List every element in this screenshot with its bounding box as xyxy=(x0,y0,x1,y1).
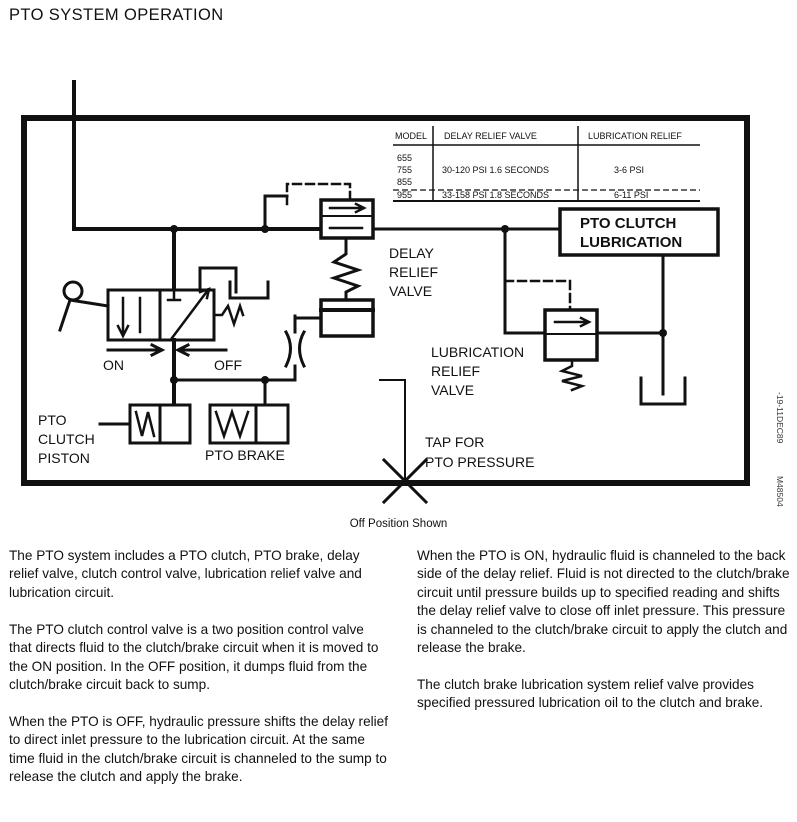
table-header-lube: LUBRICATION RELIEF xyxy=(588,131,682,141)
delay-label: VALVE xyxy=(389,283,432,299)
delay-piston xyxy=(319,298,375,338)
paragraph: The PTO clutch control valve is a two po… xyxy=(9,621,379,692)
spec-table: MODEL DELAY RELIEF VALVE LUBRICATION REL… xyxy=(393,126,700,202)
lube-relief-label: RELIEF xyxy=(431,363,480,379)
lever-knob xyxy=(62,280,84,302)
table-model: 955 xyxy=(397,190,412,200)
pto-clutch-label: PTO xyxy=(38,412,67,428)
sump-right xyxy=(639,376,687,406)
orifice xyxy=(283,314,323,369)
brake-line xyxy=(172,364,297,382)
sump-left xyxy=(228,280,270,300)
delay-label: DELAY xyxy=(389,245,435,261)
table-model: 655 xyxy=(397,153,412,163)
pto-clutch-label: PISTON xyxy=(38,450,90,466)
lube-spring xyxy=(558,358,587,392)
delay-label: RELIEF xyxy=(389,264,438,280)
right-column: When the PTO is ON, hydraulic fluid is c… xyxy=(417,547,797,731)
junction-dot xyxy=(170,225,178,233)
off-arrow xyxy=(174,342,228,358)
figure-caption: Off Position Shown xyxy=(0,518,797,530)
lube-relief-label: LUBRICATION xyxy=(431,344,524,360)
caption-text: Off Position Shown xyxy=(349,518,448,530)
table-delay-value: 30-120 PSI 1.6 SECONDS xyxy=(442,165,549,175)
tap-line xyxy=(379,379,406,479)
lube-relief-label: VALVE xyxy=(431,382,474,398)
paragraph: When the PTO is OFF, hydraulic pressure … xyxy=(9,713,389,785)
tap-label: PTO PRESSURE xyxy=(425,454,534,470)
side-code: M48504 xyxy=(775,476,785,507)
delay-relief-valve-body xyxy=(319,198,375,240)
table-model: 855 xyxy=(397,177,412,187)
table-header-delay: DELAY RELIEF VALVE xyxy=(444,131,537,141)
delay-feed xyxy=(263,194,289,231)
paragraph: The clutch brake lubrication system reli… xyxy=(417,676,764,711)
table-lube-value: 3-6 PSI xyxy=(614,165,644,175)
delay-spring xyxy=(329,236,363,302)
junction-dot xyxy=(170,376,178,384)
brake-piston xyxy=(208,403,290,445)
brake-spring xyxy=(214,408,250,440)
table-header-model: MODEL xyxy=(395,131,427,141)
table-lube-value: 6-11 PSI xyxy=(614,190,648,200)
lube-box xyxy=(558,207,720,257)
lube-box-label: PTO CLUTCH xyxy=(580,215,676,232)
on-label: ON xyxy=(103,357,124,373)
control-spring xyxy=(212,302,245,328)
control-lever xyxy=(58,298,110,332)
pto-hydraulic-schematic: MODEL DELAY RELIEF VALVE LUBRICATION REL… xyxy=(21,80,750,505)
pilot-line xyxy=(285,182,352,206)
paragraph: The PTO system includes a PTO clutch, PT… xyxy=(9,548,362,600)
left-column: The PTO system includes a PTO clutch, PT… xyxy=(9,547,389,805)
on-arrow xyxy=(106,342,166,358)
clutch-spring xyxy=(134,410,156,438)
lube-pilot xyxy=(503,279,572,312)
pto-brake-label: PTO BRAKE xyxy=(205,447,285,463)
inlet-line xyxy=(72,80,326,231)
paragraph: When the PTO is ON, hydraulic fluid is c… xyxy=(417,548,790,656)
tap-label: TAP FOR xyxy=(425,434,484,450)
pto-clutch-label: CLUTCH xyxy=(38,431,95,447)
schematic-frame xyxy=(21,115,750,486)
page-title: PTO SYSTEM OPERATION xyxy=(9,6,224,24)
table-model: 755 xyxy=(397,165,412,175)
off-label: OFF xyxy=(214,357,242,373)
control-sump-line xyxy=(198,266,238,294)
lube-box-label: LUBRICATION xyxy=(580,234,682,251)
junction-dot xyxy=(261,225,269,233)
lube-relief-branch xyxy=(503,227,547,335)
table-delay-value: 33-158 PSI 1.8 SECONDS xyxy=(442,190,549,200)
side-code: -19-11DEC89 xyxy=(775,392,785,444)
